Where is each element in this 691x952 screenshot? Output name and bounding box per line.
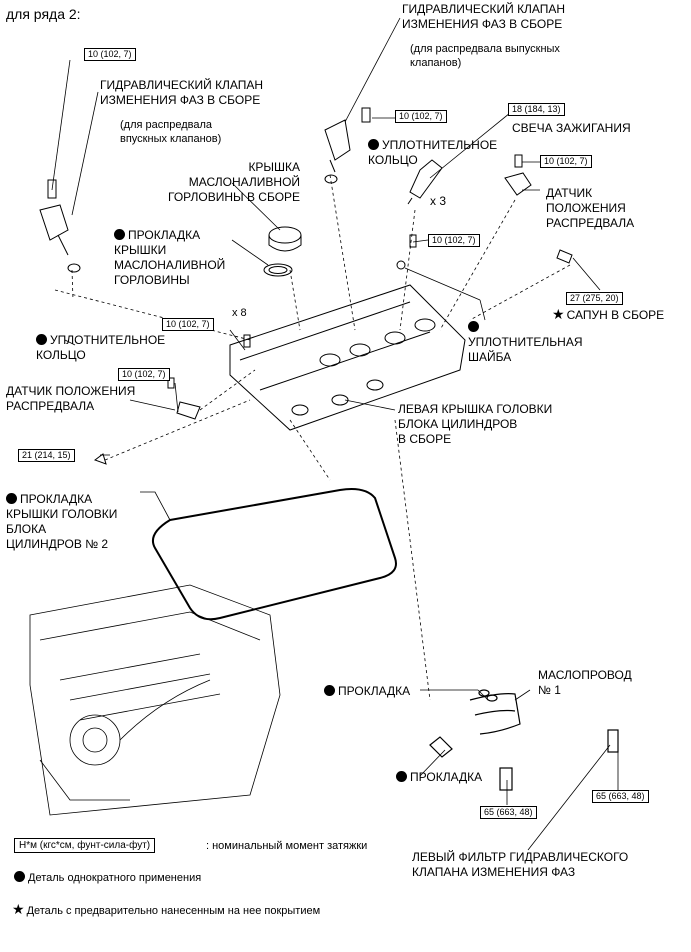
torque-spec-4: 10 (102, 7) [540, 155, 592, 168]
torque-spec-9: 21 (214, 15) [18, 449, 75, 462]
label-x3: x 3 [430, 194, 447, 208]
label-oil-filler-cap: КРЫШКА МАСЛОНАЛИВНОЙ ГОРЛОВИНЫ В СБОРЕ [168, 160, 301, 204]
one-time-use-dot-icon [114, 229, 125, 240]
torque-spec-10: 65 (663, 48) [592, 790, 649, 803]
label-vvt-valve-exhaust: ГИДРАВЛИЧЕСКИЙ КЛАПАН ИЗМЕНЕНИЯ ФАЗ В СБ… [402, 2, 566, 31]
label-o-ring-top: УПЛОТНИТЕЛЬНОЕ КОЛЬЦО [368, 138, 498, 167]
label-washer: УПЛОТНИТЕЛЬНАЯ ШАЙБА [468, 320, 583, 365]
one-time-use-dot-icon [14, 871, 25, 882]
label-cover-gasket: ПРОКЛАДКА КРЫШКИ ГОЛОВКИ БЛОКА ЦИЛИНДРОВ… [6, 492, 118, 551]
label-breather: ★САПУН В СБОРЕ [552, 306, 665, 323]
section-title: для ряда 2: [6, 6, 81, 22]
torque-spec-2: 10 (102, 7) [395, 110, 447, 123]
label-gasket-2: ПРОКЛАДКА [396, 770, 482, 785]
label-vvt-valve-intake-note: (для распредвала впускных клапанов) [120, 119, 222, 145]
torque-spec-11: 65 (663, 48) [480, 806, 537, 819]
torque-spec-5: 10 (102, 7) [428, 234, 480, 247]
one-time-use-dot-icon [36, 334, 47, 345]
legend-one-time: Деталь однократного применения [14, 871, 201, 885]
precoated-star-icon: ★ [552, 306, 565, 322]
torque-spec-8: 10 (102, 7) [118, 368, 170, 381]
torque-spec-3: 18 (184, 13) [508, 103, 565, 116]
legend-precoated: ★Деталь с предварительно нанесенным на н… [12, 901, 321, 917]
label-spark-plug: СВЕЧА ЗАЖИГАНИЯ [512, 121, 631, 135]
label-gasket-1: ПРОКЛАДКА [324, 684, 410, 699]
one-time-use-dot-icon [6, 493, 17, 504]
one-time-use-dot-icon [468, 321, 479, 332]
torque-spec-7: 10 (102, 7) [162, 318, 214, 331]
precoated-star-icon: ★ [12, 901, 25, 917]
label-oil-pipe: МАСЛОПРОВОД № 1 [538, 668, 632, 697]
label-oil-filter: ЛЕВЫЙ ФИЛЬТР ГИДРАВЛИЧЕСКОГО КЛАПАНА ИЗМ… [412, 850, 629, 879]
torque-spec-6: 27 (275, 20) [566, 292, 623, 305]
one-time-use-dot-icon [396, 771, 407, 782]
legend-torque-desc: : номинальный момент затяжки [206, 840, 368, 852]
one-time-use-dot-icon [368, 139, 379, 150]
label-head-cover: ЛЕВАЯ КРЫШКА ГОЛОВКИ БЛОКА ЦИЛИНДРОВ В С… [398, 402, 553, 446]
label-o-ring-left: УПЛОТНИТЕЛЬНОЕ КОЛЬЦО [36, 333, 166, 362]
label-x8: x 8 [232, 307, 247, 319]
legend-torque-unit: Н*м (кгс*см, фунт-сила-фут) [14, 838, 156, 853]
label-vvt-valve-exhaust-note: (для распредвала выпускных клапанов) [410, 43, 560, 69]
label-cam-sensor-right: ДАТЧИК ПОЛОЖЕНИЯ РАСПРЕДВАЛА [546, 186, 635, 230]
label-cap-gasket: ПРОКЛАДКА КРЫШКИ МАСЛОНАЛИВНОЙ ГОРЛОВИНЫ [114, 228, 226, 287]
one-time-use-dot-icon [324, 685, 335, 696]
label-cam-sensor-left: ДАТЧИК ПОЛОЖЕНИЯ РАСПРЕДВАЛА [6, 384, 136, 413]
torque-spec-1: 10 (102, 7) [84, 48, 136, 61]
label-vvt-valve-intake: ГИДРАВЛИЧЕСКИЙ КЛАПАН ИЗМЕНЕНИЯ ФАЗ В СБ… [100, 78, 264, 107]
